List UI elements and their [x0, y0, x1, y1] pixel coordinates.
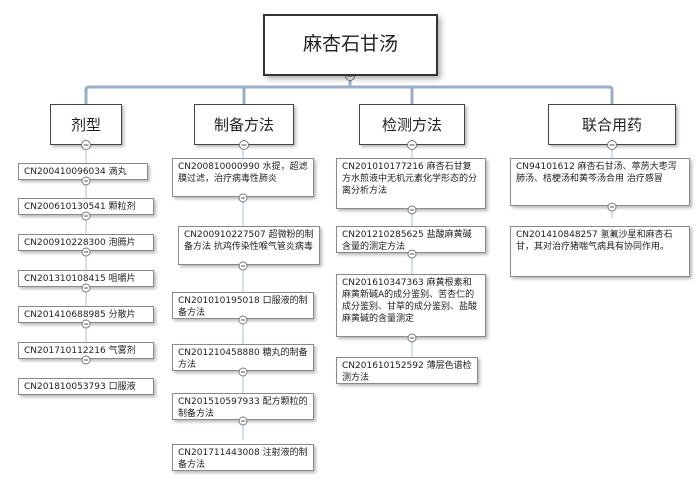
dosage-item-6: CN201710112216 气雾剂	[18, 342, 154, 359]
combo-item-1: CN94101612 麻杏石甘汤、葶苈大枣泻肺汤、桔梗汤和黄芩汤合用 治疗感冒	[510, 158, 690, 206]
root-connector	[84, 76, 614, 104]
prep-item-6: CN201711443008 注射液的制备方法	[172, 444, 314, 471]
dosage-item-4: CN201310108415 咀嚼片	[18, 270, 154, 287]
detect-item-2: CN201210285625 盐酸麻黄碱含量的测定方法	[336, 226, 486, 253]
prep-item-1: CN200810000990 水提，超滤膜过滤，治疗病毒性肺炎	[172, 158, 314, 197]
detect-item-3: CN201610347363 麻黄根素和麻黄新碱A的成分鉴别、苦杏仁的成分鉴别、…	[336, 274, 486, 337]
prep-item-4: CN201210458880 糖丸的制备方法	[172, 344, 314, 371]
dosage-item-1: CN200410096034 滴丸	[18, 163, 148, 180]
dosage-item-5: CN201410688985 分散片	[18, 306, 154, 323]
branch-combination: 联合用药	[548, 104, 676, 145]
dosage-item-2: CN200610130541 颗粒剂	[18, 198, 154, 215]
prep-item-2: CN200910227507 超微粉的制备方法 抗鸡传染性喉气管炎病毒	[178, 226, 320, 265]
detect-item-1: CN201010177216 麻杏石甘复方水煎液中无机元素化学形态的分离分析方法	[336, 158, 486, 209]
prep-item-5: CN201510597933 配方颗粒的制备方法	[172, 393, 314, 420]
root-node: 麻杏石甘汤	[263, 14, 438, 76]
branch-dosage: 剂型	[50, 104, 122, 145]
dosage-item-3: CN200910228300 泡腾片	[18, 234, 154, 251]
dosage-item-7: CN201810053793 口服液	[18, 378, 154, 395]
prep-item-3: CN201010195018 口服液的制备方法	[172, 292, 314, 319]
combo-item-2: CN201410848257 氢氟沙星和麻杏石甘，其对治疗猪喘气病具有协同作用。	[510, 226, 690, 277]
branch-detection: 检测方法	[359, 104, 465, 145]
branch-preparation: 制备方法	[194, 104, 294, 145]
detect-item-4: CN201610152592 薄层色谱检测方法	[336, 357, 478, 384]
